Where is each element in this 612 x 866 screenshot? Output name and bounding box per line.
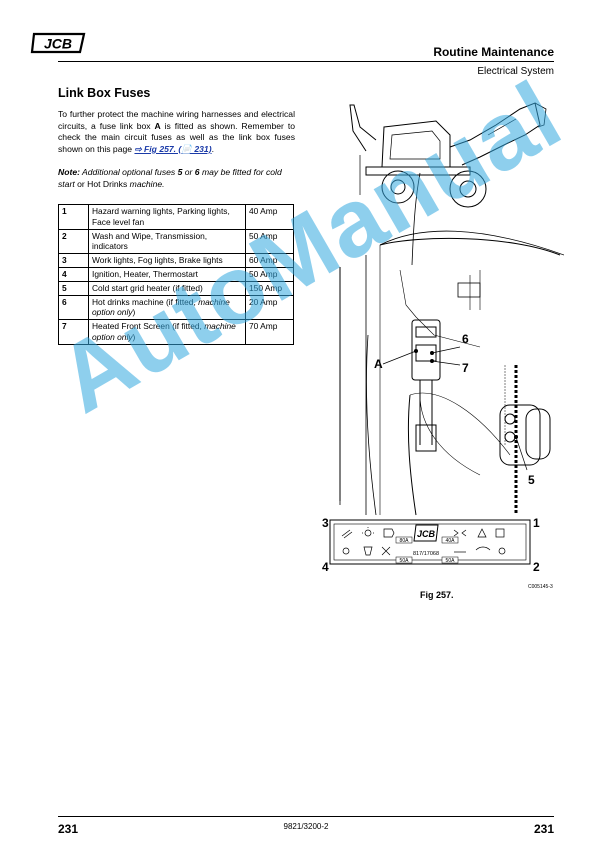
beacon-icon <box>495 528 505 538</box>
link-box-drawing <box>407 319 441 516</box>
intro-paragraph: To further protect the machine wiring ha… <box>58 109 296 154</box>
fuse-panel-part-number: 817/17068 <box>413 551 439 557</box>
callout-7: 7 <box>462 361 469 375</box>
note-paragraph: Note: Additional optional fuses 5 or 6 m… <box>58 167 282 189</box>
figure-caption: Fig 257. <box>420 590 454 600</box>
ignition-icon <box>381 546 391 556</box>
wiper-icon <box>341 529 353 539</box>
callout-6: 6 <box>462 332 469 346</box>
backhoe-drawing <box>349 102 547 208</box>
fuse-rating-3: 80A <box>400 538 410 544</box>
jcb-logo: JCB <box>30 32 86 54</box>
page-number-left: 231 <box>58 822 79 836</box>
section-title: Routine Maintenance <box>433 45 554 59</box>
fuse-rating-1: 40A <box>446 538 456 544</box>
fuse-rating-2: 50A <box>446 558 456 564</box>
fuse-holder-drawing <box>499 365 551 515</box>
fuse-panel-drawing: 80A 40A 50A 50A JCB 817/17068 3 1 4 2 <box>322 516 540 574</box>
fuse-rating-4: 50A <box>400 558 410 564</box>
worklight-icon <box>364 529 372 537</box>
fan-icon <box>342 547 350 555</box>
heater-icon <box>363 546 373 556</box>
foglight-icon <box>383 528 395 538</box>
callout-a: A <box>374 357 383 371</box>
wash-icon <box>475 546 491 551</box>
page-number-right: 231 <box>533 822 554 836</box>
indicator-icon <box>453 529 467 537</box>
page-heading: Link Box Fuses <box>58 86 151 100</box>
jcb-logo-text: JCB <box>44 36 72 52</box>
footer-rule <box>58 816 554 817</box>
sun-icon <box>498 547 506 555</box>
fuse-panel-number-4: 4 <box>322 560 329 574</box>
subsection-title: Electrical System <box>477 66 554 77</box>
figure-illustration: A 6 7 5 80A 40A 50A 50A <box>322 102 564 574</box>
document-reference: 9821/3200-2 <box>283 822 329 831</box>
cab-interior-drawing <box>339 230 564 516</box>
fuse-panel-number-1: 1 <box>533 516 540 530</box>
figure-code: C005145-3 <box>528 584 553 590</box>
header-rule <box>58 61 554 62</box>
fuse-panel-number-3: 3 <box>322 516 329 530</box>
fuse-panel-number-2: 2 <box>533 560 540 574</box>
hazard-icon <box>477 528 487 538</box>
figure-link[interactable]: ⇨ Fig 257. (📄 231) <box>134 143 212 154</box>
callout-5: 5 <box>528 473 535 487</box>
fuse-panel-logo: JCB <box>417 529 436 539</box>
